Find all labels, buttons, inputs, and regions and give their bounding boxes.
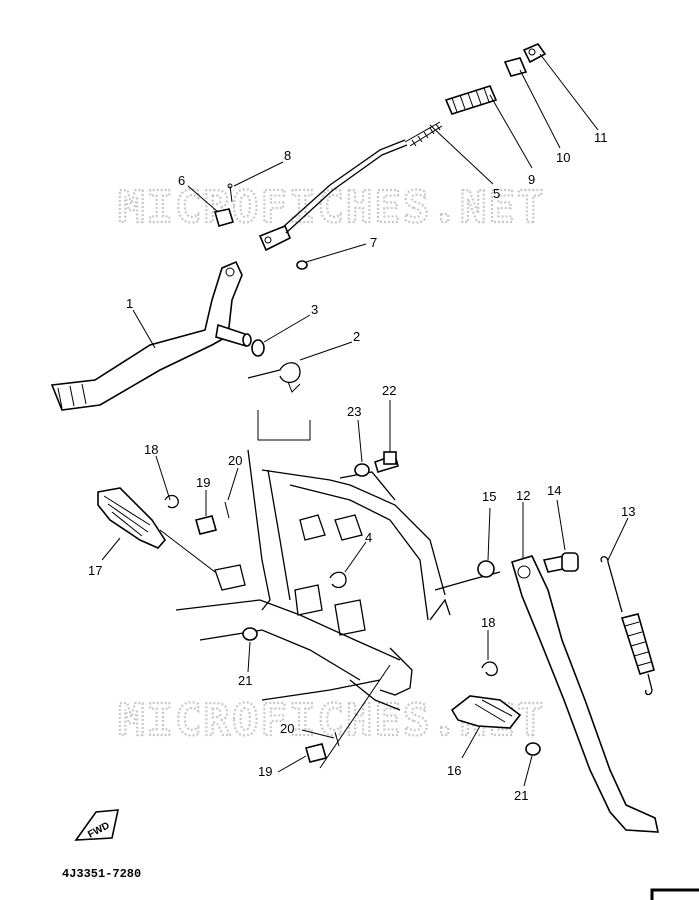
callout-19-right: 19 xyxy=(258,764,272,779)
callout-2: 2 xyxy=(353,329,360,344)
part-code: 4J3351-7280 xyxy=(62,867,141,881)
footrest-right xyxy=(450,695,522,729)
clip-4 xyxy=(329,571,347,589)
callout-21-left: 21 xyxy=(238,673,252,688)
cotter-20-left xyxy=(224,501,230,519)
side-stand xyxy=(511,555,660,833)
callout-8: 8 xyxy=(284,148,291,163)
washer-3 xyxy=(251,339,265,357)
stand-spring xyxy=(600,556,655,696)
watermark-top: MICROFICHES.NET xyxy=(118,182,545,233)
callout-3: 3 xyxy=(311,302,318,317)
pin-19-right xyxy=(305,743,327,763)
corner-mark xyxy=(650,888,699,900)
washer-21-right xyxy=(525,742,541,756)
callout-7: 7 xyxy=(370,235,377,250)
callout-17: 17 xyxy=(88,563,102,578)
callout-5: 5 xyxy=(493,186,500,201)
pin-19-left xyxy=(195,515,217,535)
callout-1: 1 xyxy=(126,296,133,311)
fwd-arrow-icon: FWD xyxy=(74,809,120,841)
callout-22: 22 xyxy=(382,383,396,398)
callout-11: 11 xyxy=(594,130,608,145)
return-spring xyxy=(247,362,301,393)
nut-23 xyxy=(354,463,370,477)
leader-lines xyxy=(101,53,629,787)
brake-pedal xyxy=(50,260,252,411)
frame xyxy=(175,410,501,711)
callout-14: 14 xyxy=(547,483,561,498)
callout-12: 12 xyxy=(516,488,530,503)
bolt-22 xyxy=(374,451,399,473)
callouts: 1 2 3 4 5 6 7 8 9 10 11 12 13 14 15 16 1… xyxy=(88,130,635,803)
callout-18-right: 18 xyxy=(481,615,495,630)
spring-18-left xyxy=(164,494,179,509)
collar-15 xyxy=(477,560,495,578)
callout-4: 4 xyxy=(365,530,372,545)
callout-18-left: 18 xyxy=(144,442,158,457)
washer-7 xyxy=(296,260,308,270)
callout-21-right: 21 xyxy=(514,788,528,803)
callout-19-left: 19 xyxy=(196,475,210,490)
callout-6: 6 xyxy=(178,173,185,188)
callout-9: 9 xyxy=(528,172,535,187)
footrest-left xyxy=(97,487,167,549)
spring-18-right xyxy=(481,661,498,677)
brake-rod xyxy=(258,43,547,252)
callout-23: 23 xyxy=(347,404,361,419)
bolt-14 xyxy=(542,552,579,573)
callout-16: 16 xyxy=(447,763,461,778)
callout-20-left: 20 xyxy=(228,453,242,468)
washer-21-left xyxy=(242,627,258,641)
callout-10: 10 xyxy=(556,150,570,165)
callout-13: 13 xyxy=(621,504,635,519)
callout-20-right: 20 xyxy=(280,721,294,736)
cotter-20-right xyxy=(334,731,340,747)
callout-15: 15 xyxy=(482,489,496,504)
clevis-pin xyxy=(213,183,235,227)
